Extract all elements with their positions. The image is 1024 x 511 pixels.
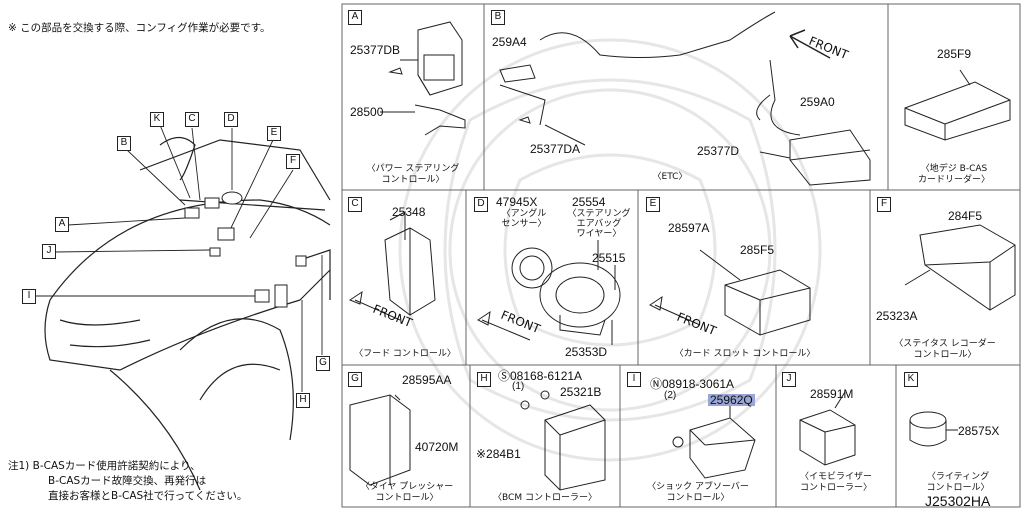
panel-i-caption-2: コントロール〉 — [666, 493, 730, 503]
panel-g-caption-2: コントロール〉 — [375, 493, 439, 503]
card-caption-1: 〈地デジ B-CAS — [920, 164, 988, 174]
part-25377db: 25377DB — [350, 43, 401, 57]
panel-k-art — [909, 411, 958, 447]
panel-k-caption-2: コントロール〉 — [926, 483, 990, 493]
panel-f-letter: F — [877, 197, 891, 212]
part-284b1: ※284B1 — [476, 447, 521, 461]
car-label-j: J — [42, 244, 56, 259]
panel-j-letter: J — [782, 372, 796, 387]
bottom-note-line3: 直接お客様とB-CAS社で行ってください。 — [48, 490, 248, 502]
car-label-k: K — [150, 112, 164, 127]
bottom-note-line1: 注1) B-CASカード使用許諾契約により、 — [8, 460, 201, 472]
panel-g-art — [349, 394, 411, 486]
panel-d-sub2-1: 〈ステアリング — [567, 209, 631, 219]
part-25377d: 25377D — [697, 144, 740, 158]
part-47945x: 47945X — [496, 195, 538, 209]
part-28597a: 28597A — [668, 221, 710, 235]
panel-d-sub2-2: エアバッグ — [576, 219, 622, 229]
car-label-c: C — [185, 112, 199, 127]
part-285f5-e: 285F5 — [740, 243, 775, 257]
part-25515: 25515 — [592, 251, 626, 265]
panel-h-caption: 〈BCM コントローラー〉 — [493, 493, 597, 503]
car-label-f: F — [286, 154, 300, 169]
part-08918-3061a: Ⓝ08918-3061A — [650, 377, 735, 391]
part-259a0: 259A0 — [800, 95, 835, 109]
panel-j-caption-1: 〈イモビライザー — [799, 472, 872, 482]
car-label-i: I — [22, 289, 36, 304]
part-28575x: 28575X — [958, 424, 1000, 438]
panel-h-art — [520, 390, 606, 491]
part-259a4: 259A4 — [492, 35, 527, 49]
panel-i-letter: I — [627, 372, 641, 387]
panel-d-sub1-2: センサー〉 — [501, 219, 547, 229]
panel-b-caption: 〈ETC〉 — [652, 172, 688, 182]
panel-b-art — [499, 11, 871, 186]
part-25377da: 25377DA — [530, 142, 581, 156]
panel-j-caption-2: コントローラー〉 — [799, 483, 872, 493]
part-28500: 28500 — [350, 105, 384, 119]
car-label-a: A — [55, 217, 69, 232]
part-28595aa: 28595AA — [402, 373, 452, 387]
panel-e-art — [649, 249, 811, 336]
panel-a-letter: A — [348, 10, 362, 25]
bottom-note-line2: B-CASカード故障交換、再発行は — [48, 475, 207, 487]
part-285f9: 285F9 — [937, 47, 972, 61]
car-label-d: D — [224, 112, 238, 127]
panel-a-caption-2: コントロール〉 — [381, 175, 445, 185]
car-label-g: G — [316, 356, 330, 371]
card-reader-art — [904, 69, 1011, 141]
panel-b-letter: B — [491, 10, 505, 25]
part-25962q[interactable]: 25962Q — [708, 393, 755, 407]
diagram-code: J25302HA — [925, 493, 991, 509]
car-label-e: E — [267, 126, 281, 141]
panel-grid — [341, 3, 1021, 508]
part-qty-h: (1) — [512, 381, 525, 392]
panel-h-letter: H — [477, 372, 491, 387]
part-25353d: 25353D — [565, 345, 608, 359]
part-284f5: 284F5 — [948, 209, 983, 223]
panel-i-art — [672, 406, 756, 479]
car-components — [184, 191, 307, 308]
car-label-b: B — [117, 136, 131, 151]
panel-c-caption: 〈フード コントロール〉 — [354, 349, 456, 359]
car-outline — [44, 136, 331, 491]
car-leaders — [36, 124, 323, 392]
panel-f-art — [904, 224, 1016, 311]
top-note: ※ この部品を交換する際、コンフィグ作業が必要です。 — [8, 22, 271, 34]
part-25323a: 25323A — [876, 309, 918, 323]
panel-j-art — [799, 391, 856, 466]
part-40720m: 40720M — [415, 440, 459, 454]
part-25321b: 25321B — [560, 385, 602, 399]
panel-a-caption-1: 〈パワー ステアリング — [366, 164, 460, 174]
part-25348: 25348 — [392, 205, 426, 219]
car-label-h: H — [296, 393, 310, 408]
panel-f-caption-2: コントロール〉 — [913, 350, 977, 360]
panel-b-front-arrow — [789, 29, 831, 59]
panel-c-letter: C — [348, 197, 362, 212]
panel-e-letter: E — [646, 197, 660, 212]
panel-d-letter: D — [474, 197, 488, 212]
card-caption-2: カードリーダー〉 — [917, 175, 990, 185]
part-25554: 25554 — [572, 195, 606, 209]
watermark-emblem — [398, 38, 822, 462]
panel-d-art — [477, 240, 621, 345]
panel-k-letter: K — [904, 372, 918, 387]
panel-c-art — [348, 211, 436, 321]
panel-d-sub2-3: ワイヤー〉 — [576, 229, 622, 239]
panel-g-letter: G — [348, 372, 362, 387]
part-28591m: 28591M — [810, 387, 854, 401]
part-08168-6121a: Ⓢ08168-6121A — [498, 369, 583, 383]
panel-i-caption-1: 〈ショック アブソーバー — [647, 482, 749, 492]
panel-f-caption-1: 〈ステイタス レコーダー — [894, 339, 996, 349]
panel-g-caption-1: 〈タイヤ プレッシャー — [360, 482, 454, 492]
panel-d-sub1-1: 〈アングル — [501, 209, 547, 219]
panel-k-caption-1: 〈ライティング — [926, 472, 990, 482]
part-qty-i: (2) — [664, 390, 677, 401]
panel-a-art — [380, 21, 466, 136]
panel-e-caption: 〈カード スロット コントロール〉 — [674, 349, 816, 359]
